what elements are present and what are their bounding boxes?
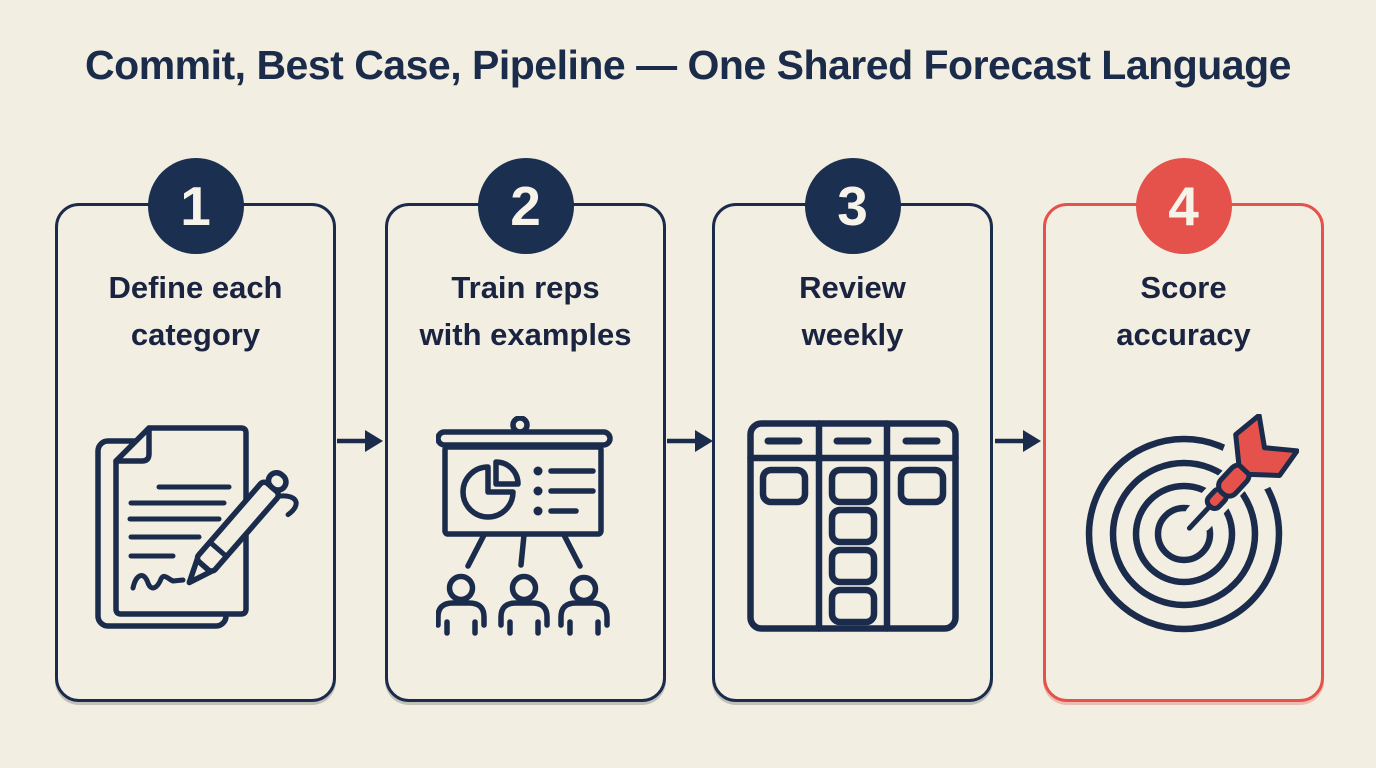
step-4-label: Score accuracy — [1116, 270, 1251, 352]
step-2-number-badge: 2 — [477, 158, 574, 254]
dart-target-icon — [1069, 392, 1318, 659]
right-arrow-icon — [995, 430, 1041, 452]
presentation-training-icon — [434, 415, 616, 643]
page-title: Commit, Best Case, Pipeline — One Shared… — [85, 42, 1291, 88]
step-card-2: 2 Train reps with examples — [385, 158, 666, 702]
step-3-label: Review weekly — [799, 270, 906, 352]
step-card-4: 4 Score accuracy — [1043, 158, 1324, 702]
step-1-label: Define each category — [108, 270, 283, 352]
signed-document-icon — [91, 411, 301, 654]
kanban-board-icon — [746, 420, 959, 637]
step-2-label: Train reps with examples — [419, 270, 632, 352]
step-card-1: 1 Define each category — [55, 158, 336, 702]
step-card-3: 3 Review weekly — [712, 158, 993, 702]
right-arrow-icon — [667, 430, 713, 452]
step-3-number-badge: 3 — [804, 158, 901, 254]
step-1-number-badge: 1 — [147, 158, 244, 254]
right-arrow-icon — [337, 430, 383, 452]
step-4-number-badge: 4 — [1135, 158, 1232, 254]
